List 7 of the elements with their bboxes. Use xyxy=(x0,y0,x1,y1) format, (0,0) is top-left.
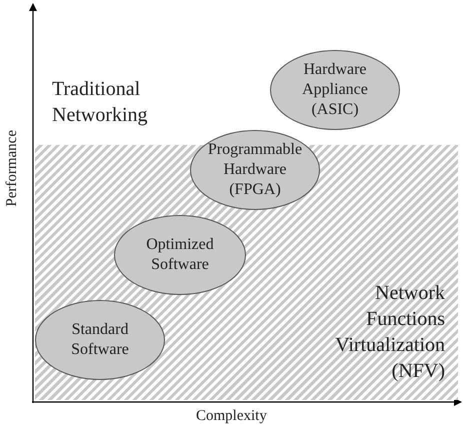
ellipse-node: Optimized Software xyxy=(114,215,246,295)
ellipse-node: Hardware Appliance (ASIC) xyxy=(270,50,400,130)
region-label: Traditional Networking xyxy=(52,77,149,128)
axis-label: Complexity xyxy=(196,408,267,425)
region-label: Network Functions Virtualization (NFV) xyxy=(334,281,445,384)
ellipse-node: Standard Software xyxy=(35,300,165,380)
axis-label: Performance xyxy=(4,130,21,207)
